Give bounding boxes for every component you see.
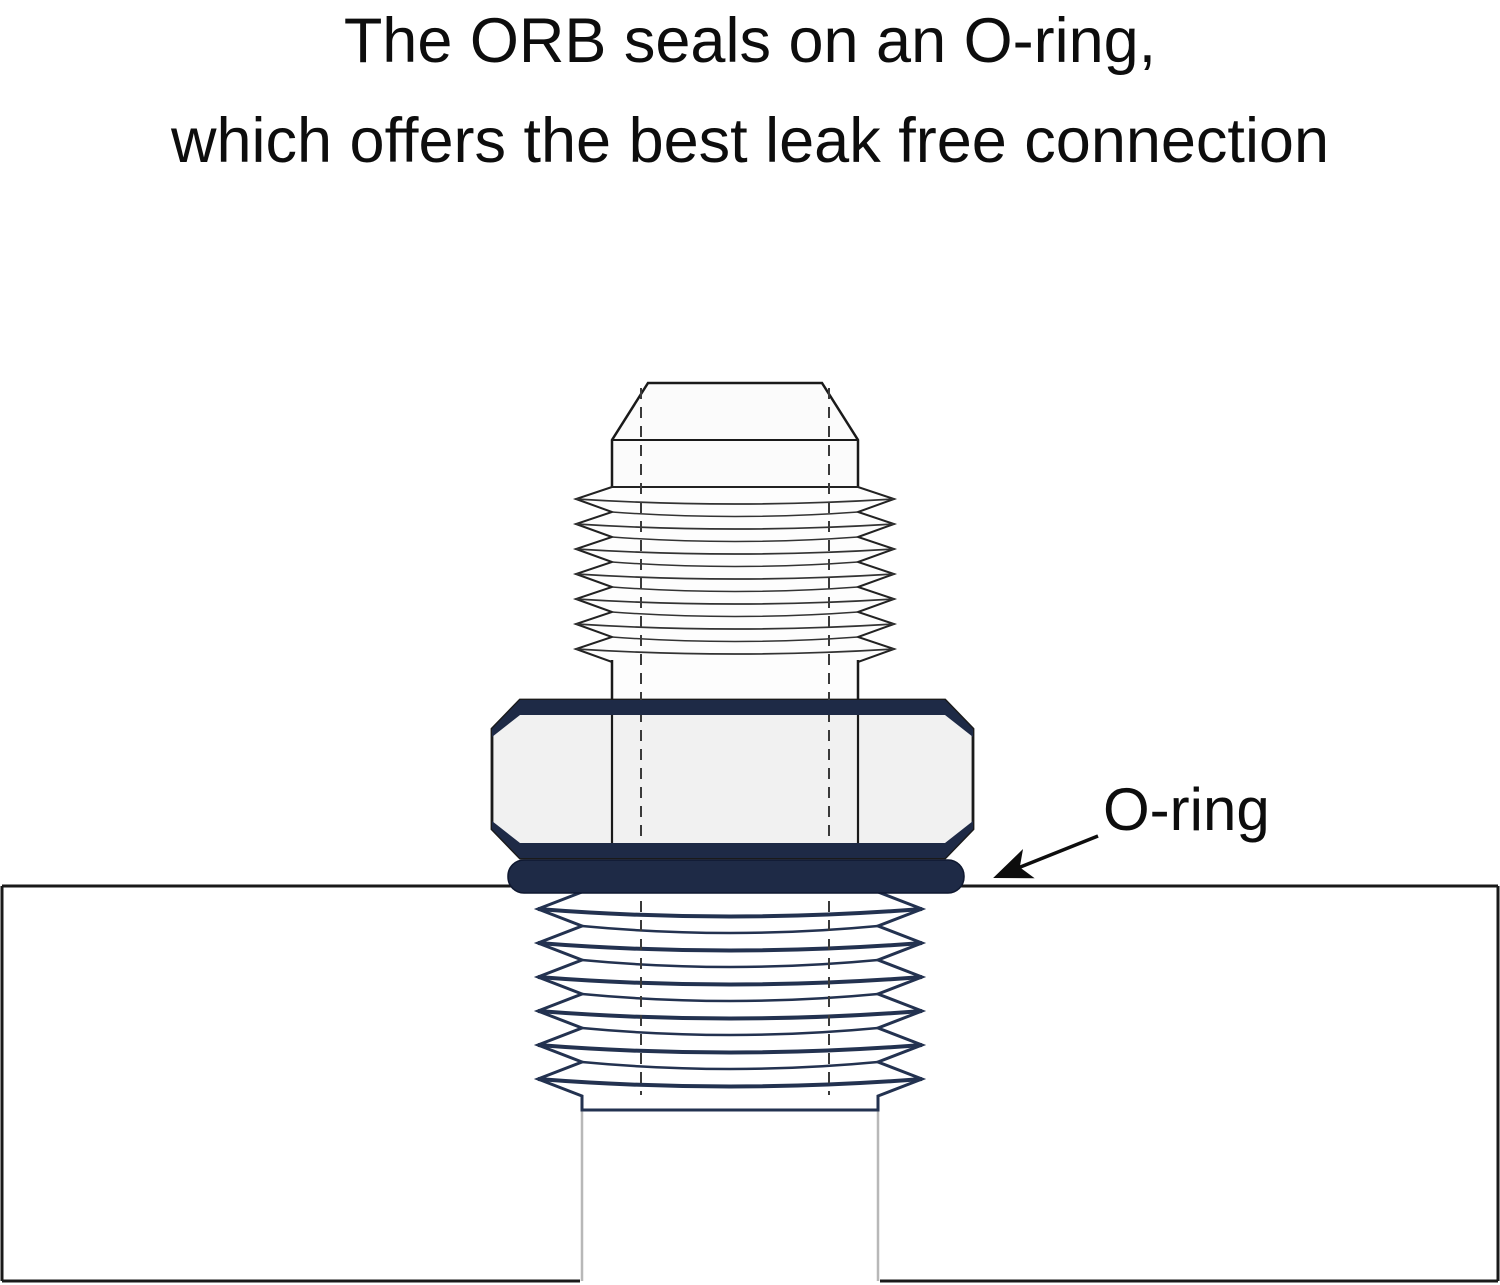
shank-fill <box>613 660 857 702</box>
lower-thread-crest-lines <box>537 907 923 1089</box>
lower-thread-root-lines <box>581 924 879 1071</box>
centerlines <box>640 388 830 1095</box>
upper-thread-root-lines <box>611 511 859 643</box>
upper-thread-crest-lines <box>575 498 895 655</box>
shank <box>610 660 860 702</box>
flare-nose <box>610 381 860 492</box>
title-line-1: The ORB seals on an O-ring, <box>344 6 1156 76</box>
lower-threads <box>533 890 927 1112</box>
title-line-2: which offers the best leak free connecti… <box>170 106 1329 176</box>
shank-sides <box>610 660 860 702</box>
o-ring-arrow <box>993 834 1099 879</box>
o-ring-label: O-ring <box>1103 776 1270 843</box>
flare-outline <box>610 381 860 492</box>
hex-nut <box>490 698 975 860</box>
hex-nut-body <box>490 698 975 860</box>
o-ring-seal <box>507 859 965 894</box>
nut-chamfer-shading <box>492 700 973 858</box>
upper-threads <box>572 486 898 663</box>
flare-fill <box>612 383 858 492</box>
o-ring-callout: O-ring <box>993 776 1270 879</box>
nut-bottom-chamfer-band <box>492 821 973 858</box>
nut-top-chamfer-band <box>492 700 973 737</box>
